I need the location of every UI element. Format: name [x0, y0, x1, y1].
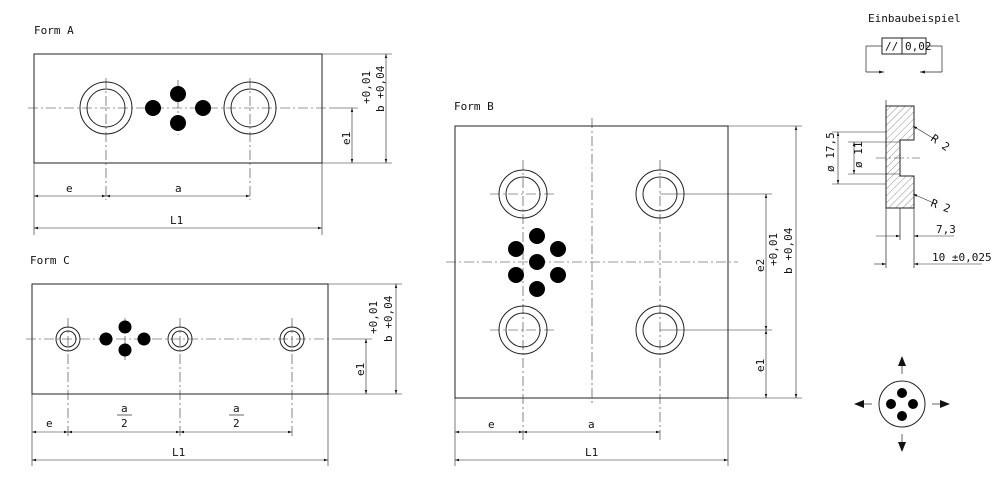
dim-e-label: e: [488, 418, 495, 431]
form-a-bore-right: [223, 81, 277, 135]
dim-e1-label: e1: [754, 359, 767, 372]
dim-half-num: a: [121, 402, 128, 415]
dim-tol-plus: +0,01: [767, 233, 780, 266]
form-b-label: Form B: [454, 100, 494, 113]
form-c-label: Form C: [30, 254, 70, 267]
installation-example-view: Einbaubeispiel // 0,02 ø 17,5 ø 11 R 2 R…: [824, 12, 992, 268]
dim-tol-plus: +0,01: [367, 301, 380, 334]
arrow-down-icon: [898, 442, 906, 452]
form-b-vent-hole: [550, 267, 566, 283]
arrow-left-icon: [854, 400, 864, 408]
vent-detail-hole: [897, 411, 907, 421]
form-b-vent-hole: [550, 241, 566, 257]
form-a-vent-hole: [170, 86, 186, 102]
dim-dia-11-label: ø 11: [852, 142, 865, 169]
parallelism-value: 0,02: [905, 40, 932, 53]
dim-tol-plus: +0,01: [360, 71, 373, 104]
dim-a-label: a: [588, 418, 595, 431]
form-a-view: Form A e a L1 e1 +0,01 b +0,04: [28, 24, 392, 235]
form-c-vent-hole: [137, 332, 151, 346]
dim-half-den: 2: [121, 417, 128, 430]
dim-a-label: a: [175, 182, 182, 195]
form-c-vent-hole: [118, 343, 132, 357]
form-c-view: Form C e a 2 a 2 L1: [26, 254, 402, 466]
dim-l1-label: L1: [170, 214, 183, 227]
parallelism-symbol: //: [885, 40, 898, 53]
dim-r2: [912, 125, 937, 141]
form-b-vent-hole: [508, 267, 524, 283]
dim-b-tol: b +0,04: [782, 227, 795, 274]
form-b-vent-hole: [529, 228, 545, 244]
form-a-plate: [33, 53, 323, 164]
dim-b-tol: b +0,04: [374, 65, 387, 112]
dim-half-den: 2: [233, 417, 240, 430]
dim-r2-label: R 2: [928, 132, 952, 154]
form-b-vent-hole: [529, 281, 545, 297]
section-hatched-body: [885, 105, 915, 209]
form-a-vent-hole: [170, 115, 186, 131]
arrow-right-icon: [940, 400, 950, 408]
form-a-label: Form A: [34, 24, 74, 37]
vent-detail-circle: [878, 380, 926, 428]
form-c-vent-hole: [118, 320, 132, 334]
form-c-bore: [279, 326, 305, 352]
form-c-bore: [167, 326, 193, 352]
dim-half-num: a: [233, 402, 240, 415]
dim-l1-label: L1: [172, 446, 185, 459]
form-b-view: Form B e a L1: [446, 100, 802, 466]
dim-e1-label: e1: [354, 363, 367, 376]
form-a-bore-left: [79, 81, 133, 135]
dim-10-label: 10 ±0,025: [932, 251, 992, 264]
dim-e1-label: e1: [340, 132, 353, 145]
dim-dia-17-5-label: ø 17,5: [824, 132, 837, 172]
form-c-bore: [55, 326, 81, 352]
dim-7-3-label: 7,3: [936, 223, 956, 236]
dim-e-label: e: [66, 182, 73, 195]
form-c-vent-hole: [99, 332, 113, 346]
form-b-bore: [498, 305, 548, 355]
dim-e2-label: e2: [754, 259, 767, 272]
form-a-vent-hole: [195, 100, 211, 116]
arrow-up-icon: [898, 356, 906, 366]
form-a-vent-hole: [145, 100, 161, 116]
vent-pattern-detail: [854, 356, 950, 452]
dim-e-label: e: [46, 417, 53, 430]
dim-r2: [912, 193, 937, 205]
vent-detail-hole: [908, 399, 918, 409]
installation-example-label: Einbaubeispiel: [868, 12, 961, 25]
form-b-vent-hole: [529, 254, 545, 270]
dim-r2-label: R 2: [929, 197, 952, 216]
form-b-bore: [498, 169, 548, 219]
vent-detail-hole: [886, 399, 896, 409]
dim-l1-label: L1: [585, 446, 598, 459]
dim-b-tol: b +0,04: [382, 295, 395, 342]
vent-detail-hole: [897, 388, 907, 398]
form-b-vent-hole: [508, 241, 524, 257]
